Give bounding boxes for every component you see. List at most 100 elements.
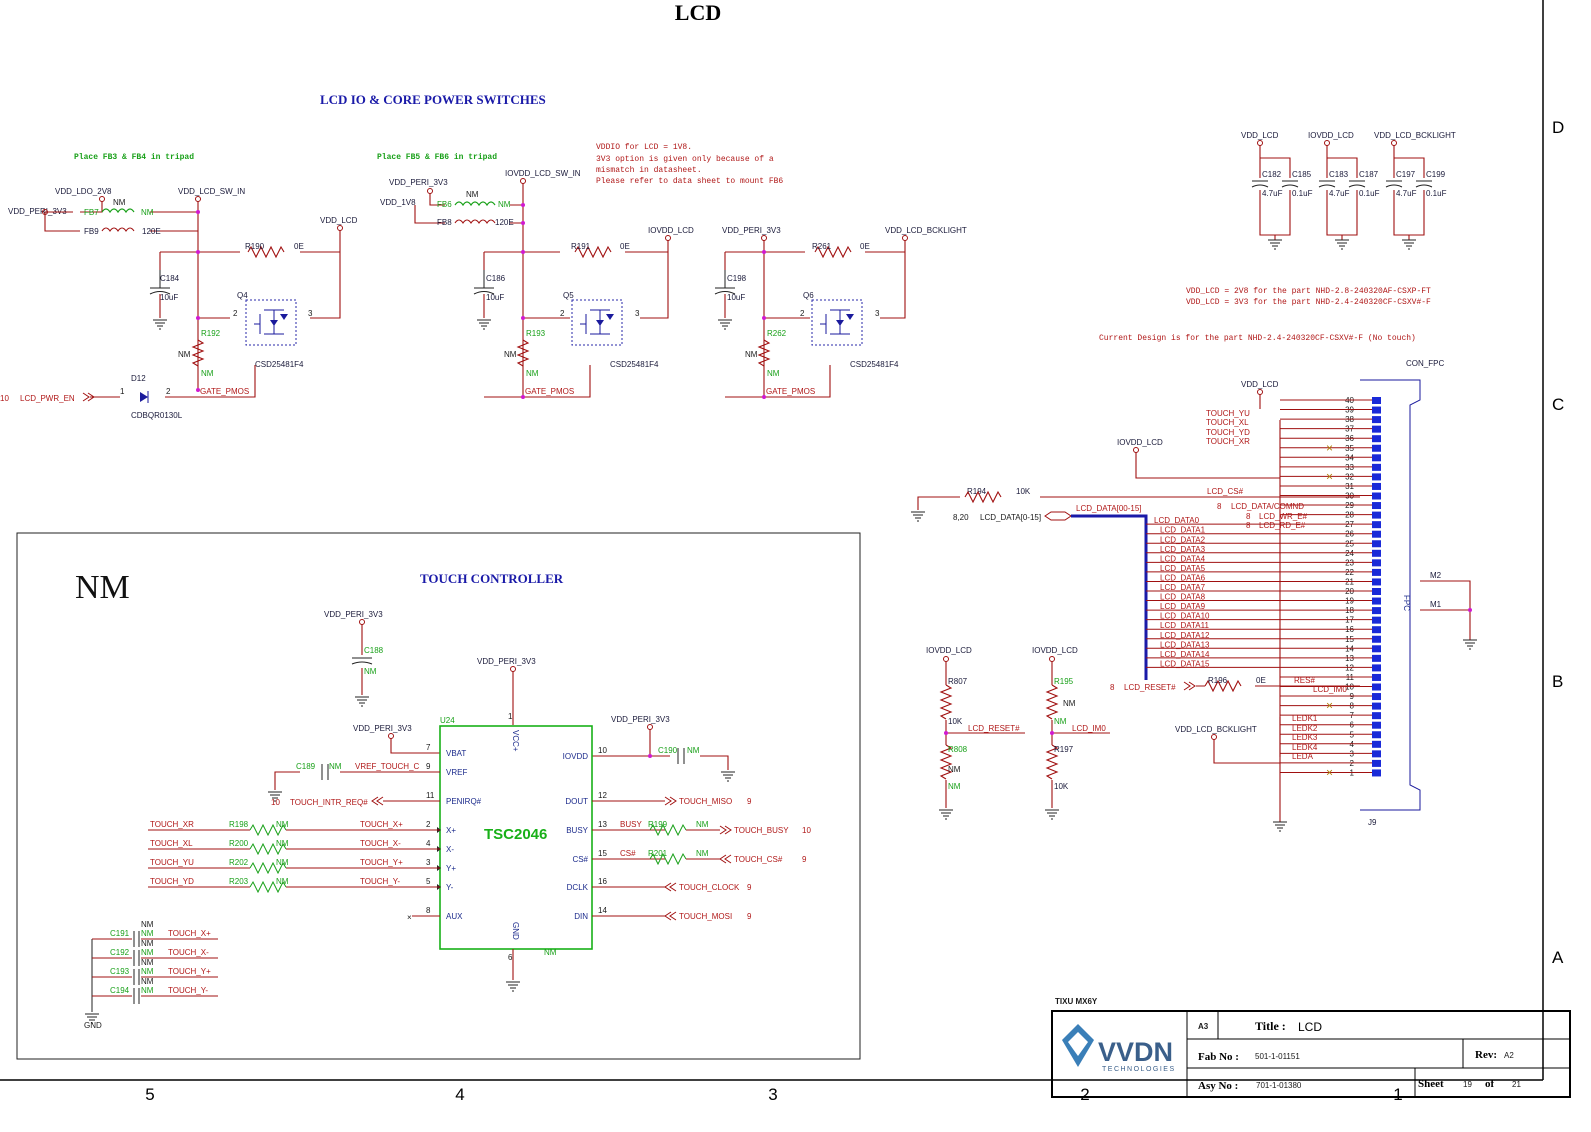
net-touch_x+: TOUCH_X+: [360, 820, 403, 829]
r808-val: NM: [948, 782, 961, 791]
fb6-nm: NM: [466, 190, 479, 199]
fpc-pin-pad-24: [1372, 549, 1381, 557]
rev-value: A2: [1504, 1051, 1514, 1060]
decap-rail-iovdd-lcd: IOVDD_LCD: [1308, 131, 1354, 140]
net-vdd-peri-3v3: VDD_PERI_3V3: [8, 207, 67, 216]
fpc-connector: CON_FPC J9 FPC 4039383736353433323130292…: [910, 359, 1478, 832]
r808-ref: R808: [948, 745, 968, 754]
fb9-val: 120E: [142, 227, 161, 236]
asy-value: 701-1-01380: [1256, 1081, 1302, 1090]
c190-ref: C190: [658, 746, 678, 755]
asy-label: Asy No :: [1198, 1080, 1238, 1092]
gate-pmos-2: GATE_PMOS: [525, 387, 574, 396]
tsc-pin-aux: AUX: [446, 912, 463, 921]
fpc-m1: M1: [1430, 600, 1442, 609]
r261-val: 0E: [860, 242, 870, 251]
vddio-note-3: mismatch in datasheet.: [596, 166, 702, 175]
sheet-size: A3: [1198, 1022, 1209, 1031]
r192-nm: NM: [178, 350, 191, 359]
resistor-ref-r200: R200: [229, 839, 249, 848]
border-row-a: A: [1552, 948, 1564, 967]
no-connect-mark: ×: [1326, 765, 1333, 779]
r807-ref: R807: [948, 677, 968, 686]
power-switch-section: LCD IO & CORE POWER SWITCHES Place FB3 &…: [0, 92, 967, 420]
fpc-pin-pad-36: [1372, 435, 1381, 443]
net-lcd-data-5: LCD_DATA5: [1160, 564, 1206, 573]
border-col-3: 3: [768, 1085, 777, 1104]
net-lcd-data-10: LCD_DATA10: [1160, 612, 1210, 621]
r195-ref: R195: [1054, 677, 1074, 686]
note-fb34: Place FB3 & FB4 in tripad: [74, 153, 194, 162]
reset-ref: 8: [1110, 683, 1115, 692]
r192-val: NM: [201, 369, 214, 378]
tsc2046-part: TSC2046: [484, 826, 547, 843]
filter-net: TOUCH_Y+: [168, 967, 211, 976]
r195-val: NM: [1054, 717, 1067, 726]
power-header: LCD IO & CORE POWER SWITCHES: [320, 92, 546, 107]
fb9-ref: FB9: [84, 227, 99, 236]
net-lcd-rd: LCD_RD_E#: [1259, 521, 1306, 530]
decap-rail-vdd-lcd: VDD_LCD: [1241, 131, 1279, 140]
q6-part: CSD25481F4: [850, 360, 899, 369]
fb8-ref: FB8: [437, 218, 452, 227]
net-touch_y+: TOUCH_Y+: [360, 858, 403, 867]
gnd-pin-num: 6: [508, 953, 513, 962]
output-r-val: NM: [696, 820, 709, 829]
no-connect-mark: ×: [1326, 441, 1333, 455]
tsc-pin-num-11: 11: [426, 791, 435, 800]
net-touch_y-: TOUCH_Y-: [360, 877, 400, 886]
c197-ref: C197: [1396, 170, 1416, 179]
fpc-pin-pad-22: [1372, 568, 1381, 576]
tsc-pin-vbat: VBAT: [446, 749, 466, 758]
border-col-2: 2: [1080, 1085, 1089, 1104]
c184-ref: C184: [160, 274, 180, 283]
fb8-val: 120E: [495, 218, 514, 227]
r196-val: 0E: [1256, 676, 1266, 685]
net-touch_miso: TOUCH_MISO: [679, 797, 732, 806]
net-lcd-reset: LCD_RESET#: [1124, 683, 1176, 692]
filter-cap-ref-c192: C192: [110, 948, 130, 957]
net-touch_csn: TOUCH_CS#: [734, 855, 783, 864]
fpc-pin-pad-4: [1372, 740, 1381, 748]
fpc-touch-yu: TOUCH_YU: [1206, 409, 1250, 418]
port-arrow: [664, 882, 677, 892]
gate-pmos-1: GATE_PMOS: [200, 387, 249, 396]
net-ledk4: LEDK4: [1292, 743, 1318, 752]
fb7-nm: NM: [113, 198, 126, 207]
decoupling-caps: VDD_LCD IOVDD_LCD VDD_LCD_BCKLIGHT C182 …: [1241, 131, 1456, 250]
d12-ref: D12: [131, 374, 146, 383]
tsc-pin-x-: X-: [446, 845, 454, 854]
c189-ref: C189: [296, 762, 316, 771]
q5-part: CSD25481F4: [610, 360, 659, 369]
fpc-pin-pad-13: [1372, 654, 1381, 662]
vcc-pin-num: 1: [508, 712, 513, 721]
c187-val: 0.1uF: [1359, 189, 1380, 198]
net-touch_xr: TOUCH_XR: [150, 820, 194, 829]
tsc-pin-num-12: 12: [598, 791, 607, 800]
r197-ref: R197: [1054, 745, 1074, 754]
net-lcd-data-6: LCD_DATA6: [1160, 573, 1206, 582]
r262-nm: NM: [745, 350, 758, 359]
c182-ref: C182: [1262, 170, 1282, 179]
iovdd-rail: VDD_PERI_3V3: [611, 715, 670, 724]
fpc-pin-pad-14: [1372, 645, 1381, 653]
net-lcd-data-7: LCD_DATA7: [1160, 583, 1206, 592]
c187-ref: C187: [1359, 170, 1379, 179]
fpc-pin-pad-18: [1372, 607, 1381, 615]
net-lcd-data-0: LCD_DATA0: [1154, 516, 1200, 525]
svg-text:×: ×: [407, 913, 412, 922]
vddio-note-2: 3V3 option is given only because of a: [596, 155, 774, 164]
net-touch_busy: TOUCH_BUSY: [734, 826, 789, 835]
fpc-pin-pad-34: [1372, 454, 1381, 462]
vcc-pin: VCC+: [511, 730, 520, 752]
decap-rail-bcklight: VDD_LCD_BCKLIGHT: [1374, 131, 1456, 140]
c188-rail: VDD_PERI_3V3: [324, 610, 383, 619]
q6-pin2: 2: [800, 309, 805, 318]
fpc-pin-pad-29: [1372, 502, 1381, 510]
net-vdd-1v8: VDD_1V8: [380, 198, 416, 207]
fab-label: Fab No :: [1198, 1051, 1239, 1063]
gnd-nm: NM: [544, 948, 557, 957]
fpc-pin-pad-21: [1372, 578, 1381, 586]
fpc-pin-pad-20: [1372, 588, 1381, 595]
